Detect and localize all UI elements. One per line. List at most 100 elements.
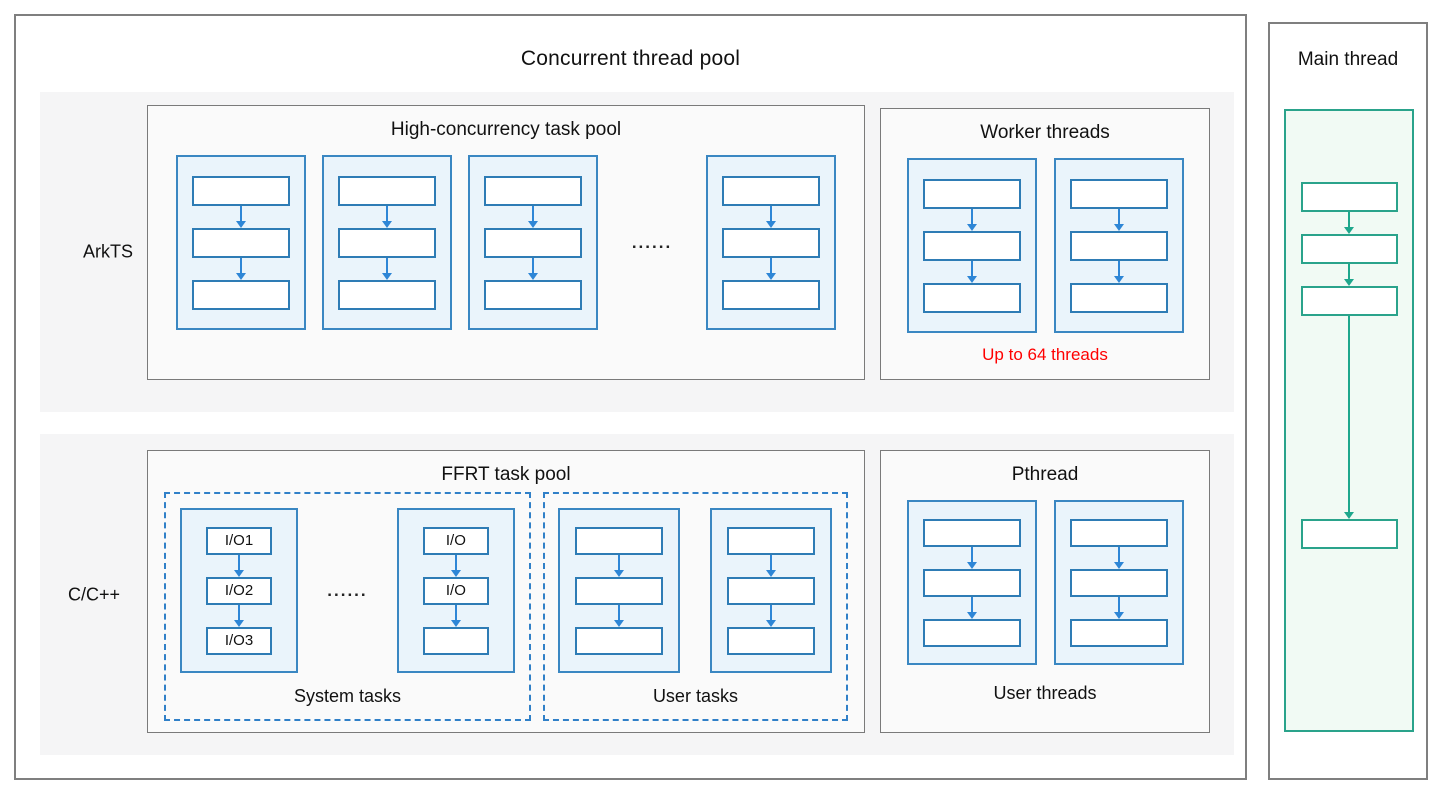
task-box — [422, 626, 489, 655]
task-box — [1069, 178, 1168, 209]
worker-threads-columns — [881, 158, 1209, 333]
arrow-down-icon — [234, 554, 244, 577]
arrow-down-icon — [528, 257, 538, 280]
task-box — [484, 279, 582, 310]
task-box — [192, 279, 290, 310]
concurrent-thread-pool-box: Concurrent thread pool ArkTS High-concur… — [14, 14, 1247, 780]
task-box — [1300, 182, 1398, 212]
task-box — [484, 175, 582, 206]
arrow-down-icon — [382, 257, 392, 280]
ffrt-task-pool-title: FFRT task pool — [441, 464, 571, 485]
arrow-down-icon — [766, 257, 776, 280]
task-box — [338, 175, 436, 206]
worker-threads-panel: Worker threads Up to 64 threads — [880, 108, 1210, 380]
arrow-down-icon — [450, 604, 461, 627]
task-box — [575, 526, 664, 555]
task-box: I/O — [422, 526, 489, 555]
task-box — [1069, 568, 1168, 597]
arrow-down-icon — [450, 554, 461, 577]
long-arrow-down-icon — [1344, 316, 1354, 519]
task-box — [484, 227, 582, 258]
thread-column — [1053, 158, 1184, 333]
task-box — [727, 626, 816, 655]
arrow-down-icon — [766, 554, 777, 577]
arrow-down-icon — [614, 554, 625, 577]
arrow-down-icon — [966, 208, 977, 231]
task-box — [722, 175, 820, 206]
pthread-panel: Pthread User threads — [880, 450, 1210, 733]
user-tasks-columns — [545, 494, 846, 673]
arrow-down-icon — [766, 604, 777, 627]
ellipsis: ...... — [631, 232, 673, 252]
task-box — [922, 178, 1021, 209]
task-box — [1300, 234, 1398, 264]
thread-column — [558, 508, 681, 673]
arrow-down-icon — [1344, 212, 1354, 234]
high-concurrency-task-pool-title: High-concurrency task pool — [390, 119, 622, 140]
arrow-down-icon — [234, 604, 244, 627]
concurrent-thread-pool-title: Concurrent thread pool — [520, 47, 741, 70]
task-box — [922, 282, 1021, 313]
thread-column — [706, 155, 836, 330]
system-tasks-columns: I/O1 I/O2 I/O3 ...... I/O I/O — [166, 494, 529, 673]
high-concurrency-task-pool-panel: High-concurrency task pool — [147, 105, 865, 380]
task-box: I/O2 — [206, 576, 272, 605]
thread-column — [176, 155, 306, 330]
task-box — [575, 626, 664, 655]
thread-column — [906, 158, 1037, 333]
arrow-down-icon — [614, 604, 625, 627]
arkts-label: ArkTS — [82, 241, 133, 262]
thread-column: I/O I/O — [396, 508, 515, 673]
arrow-down-icon — [382, 205, 392, 228]
arrow-down-icon — [236, 205, 246, 228]
arrow-down-icon — [1113, 260, 1124, 283]
task-box: I/O3 — [206, 626, 272, 655]
user-threads-caption: User threads — [993, 683, 1097, 703]
cpp-row-band: C/C++ FFRT task pool I/O1 I/O2 I/O3 ....… — [40, 434, 1234, 755]
task-box — [1300, 519, 1398, 549]
task-box: I/O1 — [206, 526, 272, 555]
arkts-row-band: ArkTS High-concurrency task pool — [40, 92, 1234, 412]
task-box — [338, 227, 436, 258]
task-box — [192, 227, 290, 258]
task-box — [922, 568, 1021, 597]
task-box — [1069, 518, 1168, 547]
arrow-down-icon — [966, 596, 977, 619]
task-box: I/O — [422, 576, 489, 605]
cpp-label: C/C++ — [67, 584, 121, 604]
task-box — [192, 175, 290, 206]
task-box — [722, 279, 820, 310]
pthread-title: Pthread — [1011, 464, 1079, 485]
arrow-down-icon — [1113, 596, 1124, 619]
ffrt-groups: I/O1 I/O2 I/O3 ...... I/O I/O — [148, 492, 864, 721]
up-to-64-threads-note: Up to 64 threads — [982, 345, 1108, 364]
thread-column — [906, 500, 1037, 665]
task-box — [338, 279, 436, 310]
user-tasks-caption: User tasks — [652, 686, 738, 706]
thread-column — [1053, 500, 1184, 665]
thread-column — [322, 155, 452, 330]
system-tasks-group: I/O1 I/O2 I/O3 ...... I/O I/O — [164, 492, 531, 721]
arrow-down-icon — [1344, 264, 1354, 286]
task-box — [1300, 286, 1398, 316]
user-tasks-group: User tasks — [542, 492, 848, 721]
arrow-down-icon — [528, 205, 538, 228]
task-box — [1069, 230, 1168, 261]
arrow-down-icon — [1113, 208, 1124, 231]
ffrt-task-pool-panel: FFRT task pool I/O1 I/O2 I/O3 ...... — [147, 450, 865, 733]
thread-column — [468, 155, 598, 330]
task-box — [575, 576, 664, 605]
arrow-down-icon — [236, 257, 246, 280]
arrow-down-icon — [966, 546, 977, 569]
thread-column: I/O1 I/O2 I/O3 — [180, 508, 298, 673]
task-box — [1069, 618, 1168, 647]
main-thread-lane — [1284, 109, 1414, 732]
task-box — [1069, 282, 1168, 313]
arrow-down-icon — [1113, 546, 1124, 569]
system-tasks-caption: System tasks — [293, 686, 401, 706]
ellipsis: ...... — [327, 580, 368, 600]
arrow-down-icon — [966, 260, 977, 283]
task-box — [722, 227, 820, 258]
high-concurrency-columns: ...... — [148, 141, 864, 330]
task-box — [727, 526, 816, 555]
